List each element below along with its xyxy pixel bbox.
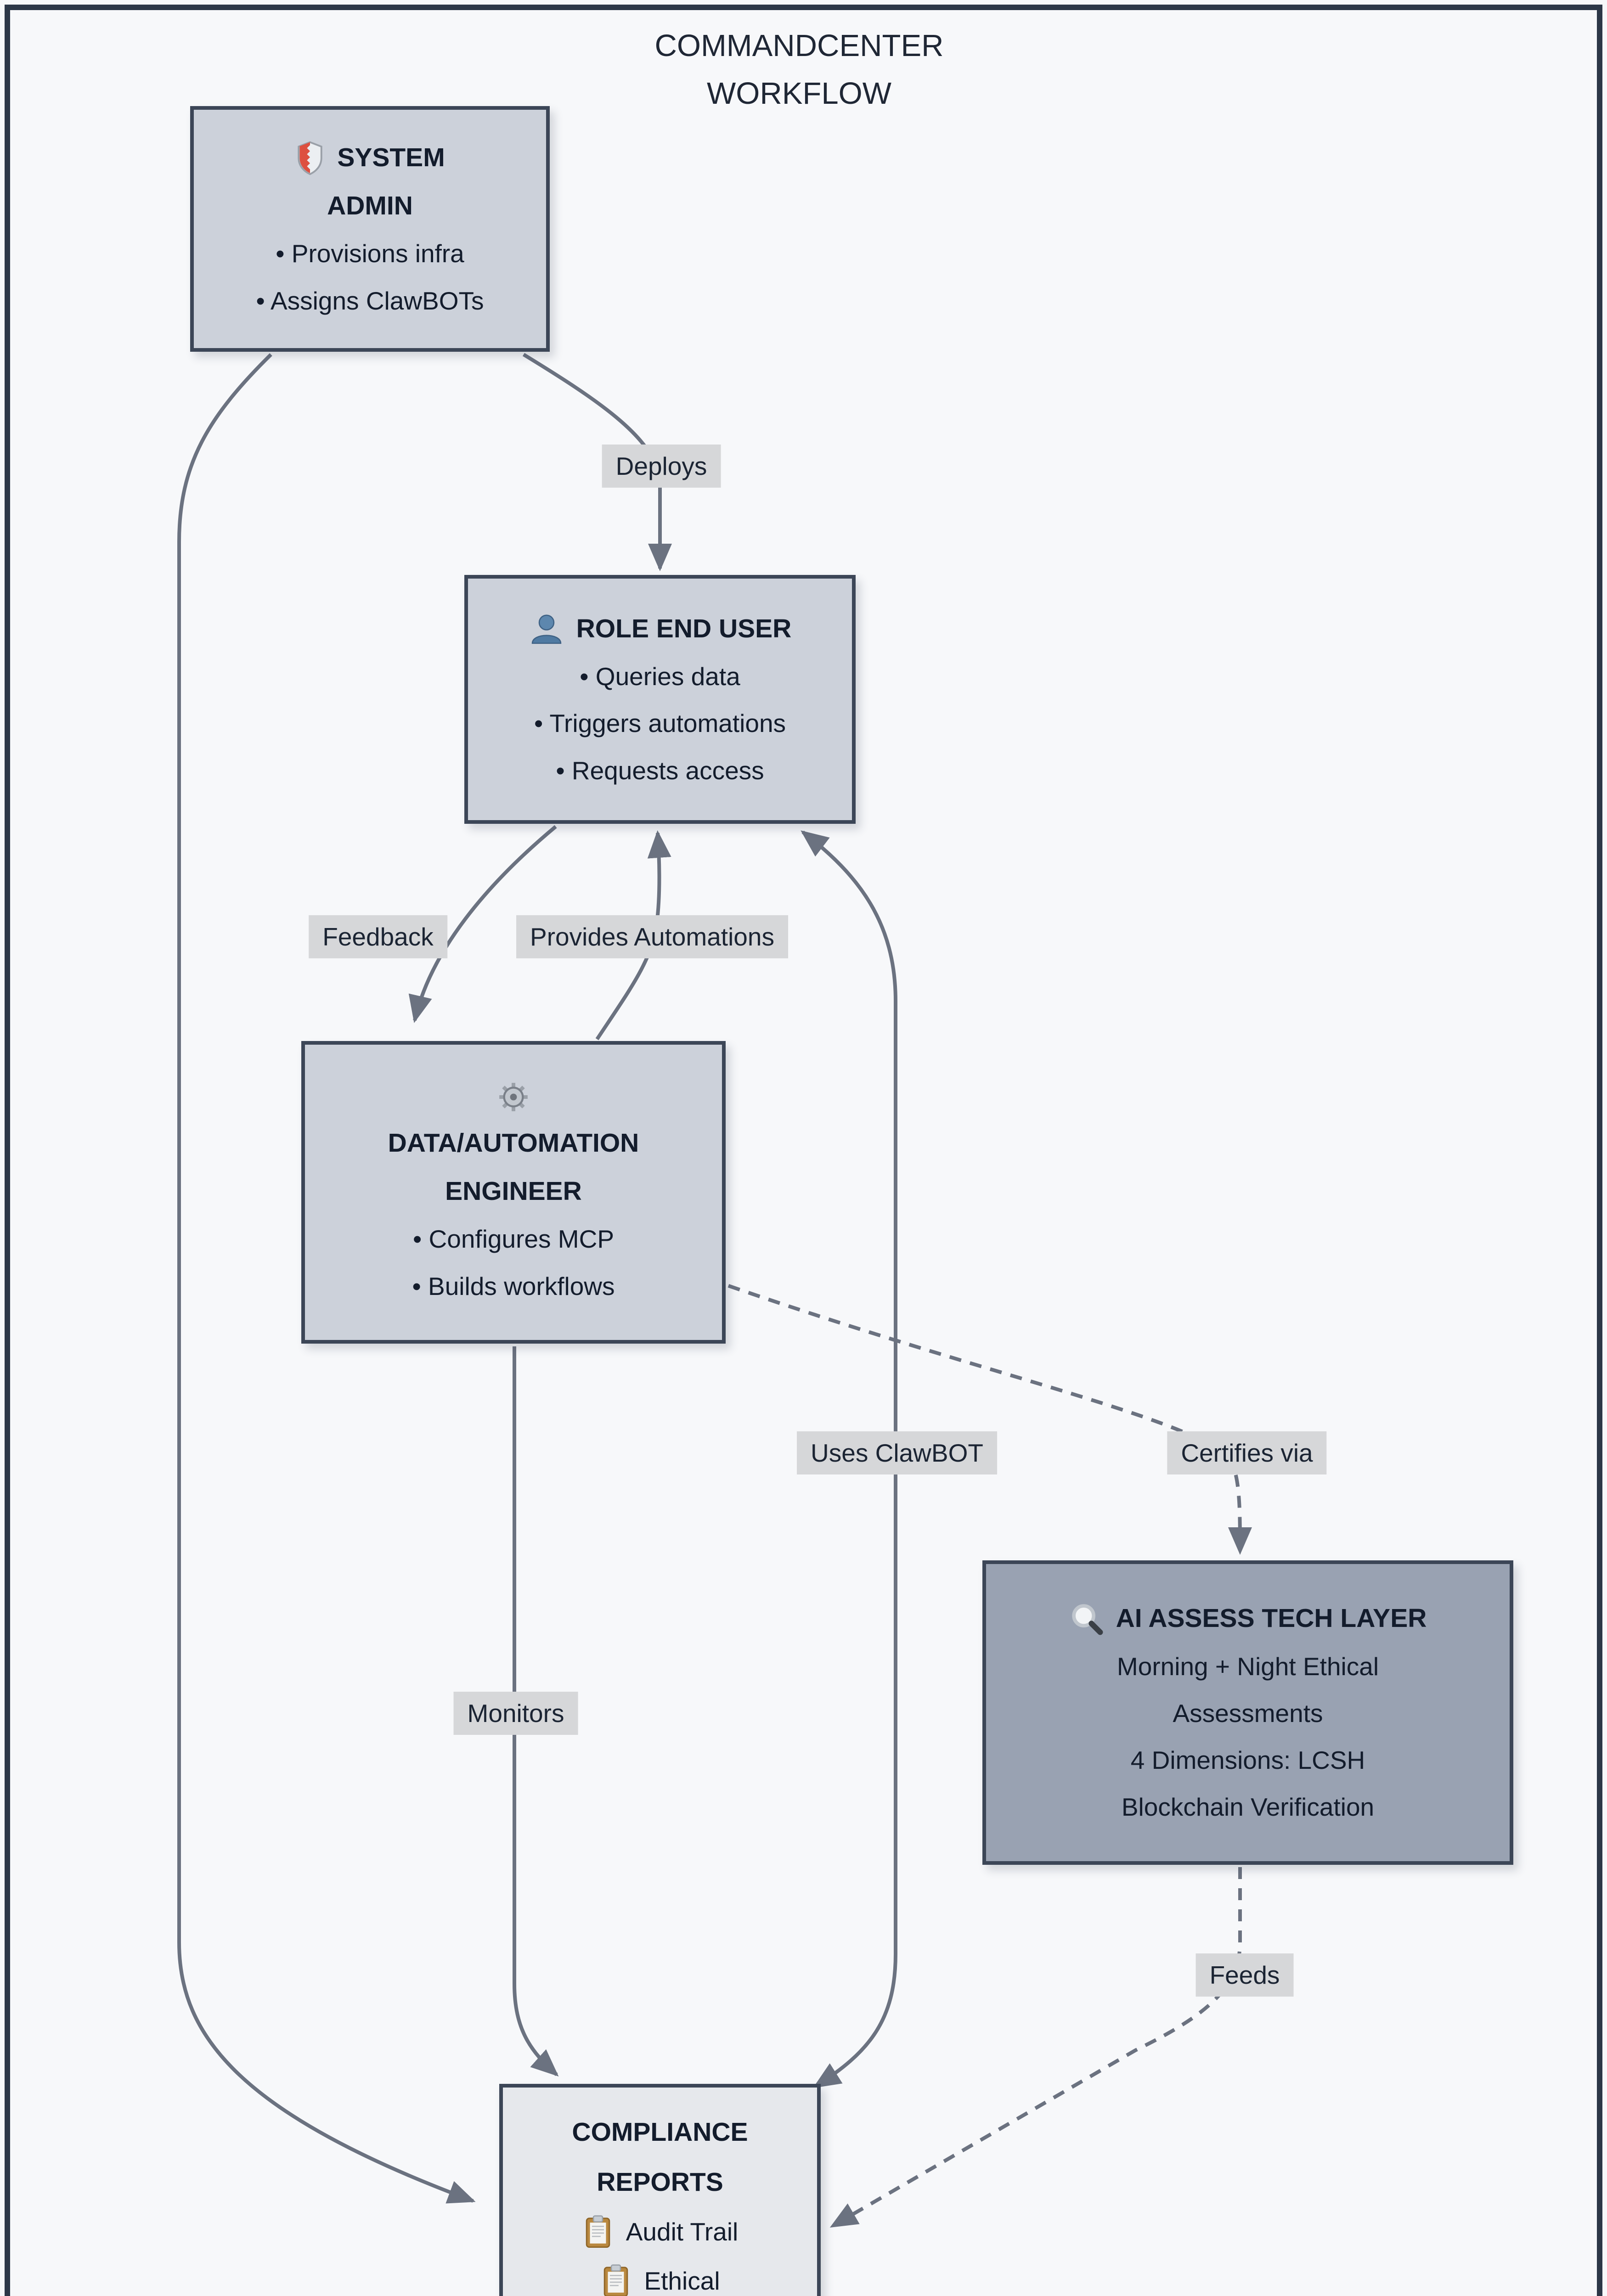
node-line: Assessments: [1173, 1699, 1323, 1728]
user-icon: [531, 614, 561, 644]
node-line: 4 Dimensions: LCSH: [1130, 1746, 1365, 1775]
node-bullet: • Configures MCP: [412, 1225, 614, 1254]
edge-uses-clawbot: [801, 830, 897, 2088]
page-title-line2: WORKFLOW: [707, 76, 891, 111]
node-title: AI ASSESS TECH LAYER: [1116, 1604, 1427, 1633]
clipboard-icon: [604, 2264, 628, 2296]
edge-label-provides-automations: Provides Automations: [516, 915, 788, 958]
node-title: COMPLIANCE: [572, 2117, 748, 2147]
edge-label-feedback: Feedback: [309, 915, 447, 958]
page-title: COMMANDCENTER WORKFLOW: [654, 22, 943, 118]
node-line: Morning + Night Ethical: [1116, 1652, 1379, 1681]
edge-label-feeds: Feeds: [1195, 1953, 1294, 1997]
node-role-end-user: ROLE END USER • Queries data • Triggers …: [464, 575, 856, 824]
node-title: DATA/AUTOMATION: [388, 1128, 639, 1158]
node-title: ENGINEER: [445, 1176, 582, 1206]
node-item: Audit Trail: [626, 2217, 739, 2246]
edge-label-monitors: Monitors: [453, 1692, 578, 1735]
node-bullet: • Requests access: [556, 756, 764, 785]
node-title: REPORTS: [597, 2167, 723, 2197]
edge-feeds: [829, 1867, 1242, 2228]
node-item: Ethical: [644, 2266, 720, 2295]
node-bullet: • Builds workflows: [412, 1272, 615, 1300]
edge-label-uses-clawbot: Uses ClawBOT: [797, 1431, 997, 1474]
edge-label-certifies-via: Certifies via: [1167, 1431, 1327, 1474]
node-system-admin: SYSTEM ADMIN • Provisions infra • Assign…: [190, 106, 550, 352]
node-line: Blockchain Verification: [1121, 1793, 1375, 1822]
node-ai-assess-tech-layer: AI ASSESS TECH LAYER Morning + Night Eth…: [982, 1560, 1513, 1865]
node-title: SYSTEM: [337, 142, 445, 172]
node-bullet: • Queries data: [580, 662, 740, 691]
edge-label-deploys: Deploys: [602, 445, 721, 488]
node-bullet: • Triggers automations: [534, 709, 786, 738]
edge-certifies-via: [727, 1284, 1252, 1555]
node-bullet: • Assigns ClawBOTs: [256, 286, 484, 315]
clipboard-icon: [586, 2215, 610, 2248]
node-bullet: • Provisions infra: [276, 239, 464, 268]
node-data-automation-engineer: DATA/AUTOMATION ENGINEER • Configures MC…: [301, 1041, 726, 1344]
node-title: ROLE END USER: [576, 613, 792, 643]
edge-monitors: [513, 1346, 559, 2077]
magnifier-icon: [1071, 1604, 1103, 1635]
page-title-line1: COMMANDCENTER: [654, 28, 944, 63]
edge-admin-to-compliance: [177, 353, 476, 2204]
node-title: ADMIN: [327, 191, 413, 221]
edge-feedback: [408, 825, 557, 1023]
node-compliance-reports: COMPLIANCE REPORTS Audit Trail: [499, 2084, 821, 2296]
gear-icon: [499, 1083, 528, 1111]
shield-icon: [298, 141, 322, 175]
